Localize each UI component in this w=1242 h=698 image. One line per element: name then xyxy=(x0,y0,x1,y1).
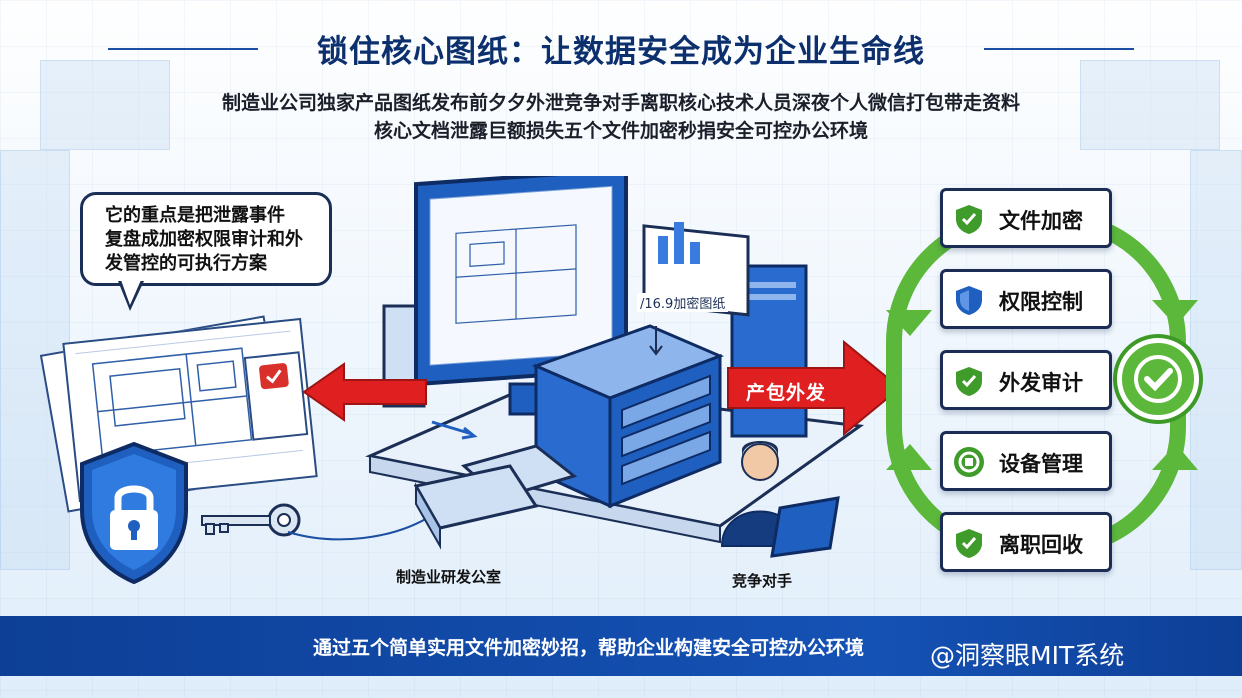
title-rule-left xyxy=(108,48,258,50)
shield-check-icon xyxy=(956,529,982,558)
check-box-icon xyxy=(258,362,290,390)
blueprint-drawing xyxy=(75,330,303,474)
cycle-arrow-icon xyxy=(886,310,932,336)
speech-bubble: 它的重点是把泄露事件 复盘成加密权限审计和外 发管控的可执行方案 xyxy=(80,192,332,286)
feature-label: 设备管理 xyxy=(999,452,1083,476)
feature-label: 离职回收 xyxy=(999,533,1083,557)
feature-label: 外发审计 xyxy=(999,371,1083,395)
subtitle-line-1: 制造业公司独家产品图纸发布前夕夕外泄竞争对手离职核心技术人员深夜个人微信打包带走… xyxy=(221,92,1020,114)
competitor-caption: 竞争对手 xyxy=(732,572,793,590)
bubble-tail-inner xyxy=(121,280,141,305)
title-block: 锁住核心图纸：让数据安全成为企业生命线 xyxy=(0,26,1242,71)
monitor-file-label: /16.9加密图纸 xyxy=(637,293,729,312)
background-building xyxy=(1080,60,1220,150)
red-arrow-left-icon xyxy=(302,362,427,422)
blueprint-paper xyxy=(62,317,318,503)
feature-label: 权限控制 xyxy=(999,290,1083,314)
feature-card-offboarding: 离职回收 xyxy=(940,512,1112,572)
feature-card-permission: 权限控制 xyxy=(940,269,1112,329)
title-rule-right xyxy=(984,48,1134,50)
cycle-arrow-icon xyxy=(886,444,932,470)
subtitle-line-2: 核心文档泄露巨额损失五个文件加密秒捐安全可控办公环境 xyxy=(373,120,868,142)
bubble-line-1: 它的重点是把泄露事件 xyxy=(105,205,285,226)
red-arrow-right-icon xyxy=(727,339,902,437)
feature-card-device: 设备管理 xyxy=(940,431,1112,491)
feature-label: 文件加密 xyxy=(999,209,1083,233)
checklist-doc xyxy=(243,351,309,441)
watermark: @洞察眼MIT系统 xyxy=(930,641,1125,670)
background-building xyxy=(40,60,170,150)
cycle-arrow-icon xyxy=(1152,300,1198,326)
shield-blue-icon xyxy=(956,286,982,315)
feature-card-audit: 外发审计 xyxy=(940,350,1112,410)
success-check-icon xyxy=(1117,338,1199,420)
cycle-arrow-icon xyxy=(1152,444,1198,470)
bubble-line-3: 发管控的可执行方案 xyxy=(105,253,267,274)
lock-shield-icon xyxy=(80,441,188,585)
bubble-line-2: 复盘成加密权限审计和外 xyxy=(105,229,303,250)
footer-banner xyxy=(0,616,1242,676)
page-title: 锁住核心图纸：让数据安全成为企业生命线 xyxy=(317,34,925,70)
red-arrow-label: 产包外发 xyxy=(746,382,827,404)
shield-check-icon xyxy=(956,205,982,234)
shield-check-icon xyxy=(956,367,982,396)
key-icon xyxy=(201,503,301,537)
office-scene xyxy=(365,176,865,558)
background-building xyxy=(1190,150,1242,570)
office-caption: 制造业研发公室 xyxy=(396,568,502,586)
footer-text: 通过五个简单实用文件加密妙招，帮助企业构建安全可控办公环境 xyxy=(313,637,865,659)
feature-card-encryption: 文件加密 xyxy=(940,188,1112,248)
device-cycle-icon xyxy=(954,447,984,477)
